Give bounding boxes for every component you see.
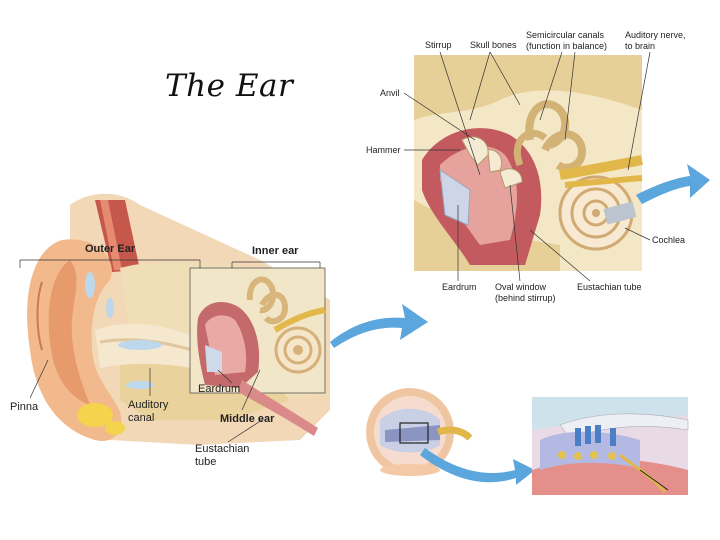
detail-label-stirrup: Stirrup [425,40,452,50]
detail-label-auditory-nerve-2: to brain [625,41,655,51]
label-middle-ear: Middle ear [220,413,275,425]
arrow-to-organ-of-corti [420,448,535,485]
label-auditory-canal-1: Auditory [128,399,169,411]
detail-label-skull-bones: Skull bones [470,40,517,50]
arrow-to-right [636,164,710,204]
arrow-to-detail [330,304,428,348]
main-ear-diagram: Outer Ear Inner ear Pinna Auditory canal… [10,193,330,468]
detail-label-auditory-nerve-1: Auditory nerve, [625,30,686,40]
page-title: The Ear [165,68,294,104]
label-auditory-canal-2: canal [128,412,154,424]
label-eardrum: Eardrum [198,383,240,395]
detail-label-hammer: Hammer [366,145,401,155]
detail-label-oval-window-2: (behind stirrup) [495,293,556,303]
label-inner-ear: Inner ear [252,245,299,257]
detail-label-semicircular-1: Semicircular canals [526,30,605,40]
detail-label-anvil: Anvil [380,88,400,98]
label-outer-ear: Outer Ear [85,243,136,255]
detail-label-eustachian-tube: Eustachian tube [577,282,642,292]
label-pinna: Pinna [10,401,39,413]
detail-label-cochlea: Cochlea [652,235,685,245]
label-eustachian-tube-2: tube [195,456,216,468]
detail-label-semicircular-2: (function in balance) [526,41,607,51]
organ-of-corti-detail [532,397,689,495]
cochlea-cross-section [366,388,473,476]
label-eustachian-tube-1: Eustachian [195,443,249,455]
detail-label-oval-window-1: Oval window [495,282,547,292]
detail-label-eardrum: Eardrum [442,282,477,292]
detail-ear-diagram: Stirrup Skull bones Semicircular canals … [366,30,686,303]
